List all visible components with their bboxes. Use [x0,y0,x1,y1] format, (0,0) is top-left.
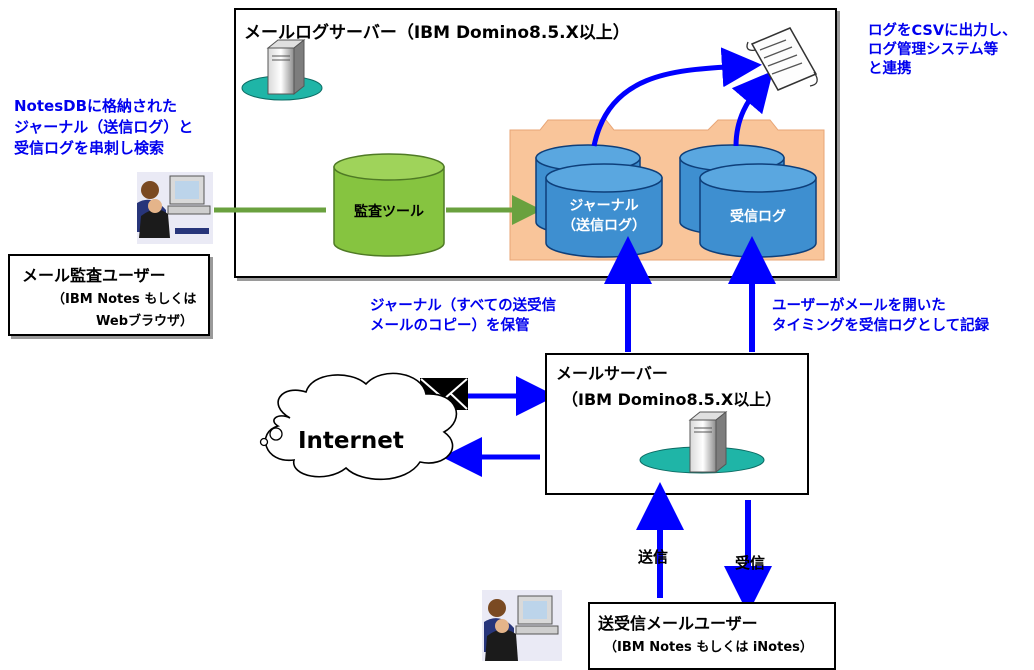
mail-user-title: 送受信メールユーザー [598,614,758,633]
receive-label: 受信 [735,554,766,572]
audit-user-box [8,254,210,336]
journal-db-label: ジャーナル （送信ログ） [562,198,646,234]
audit-tool-label: 監査ツール [354,204,424,220]
mail-user-box [588,602,836,670]
mail-server-icon [639,410,765,474]
log-server-icon [241,38,323,101]
log-server-title: メールログサーバー（IBM Domino8.5.X以上） [244,23,630,43]
mail-server-title-2: （IBM Domino8.5.X以上） [562,390,782,409]
audit-user-title: メール監査ユーザー [22,266,166,285]
internet-label: Internet [298,428,404,454]
csv-document-icon [746,27,818,91]
audit-user-line1: （IBM Notes もしくは [52,292,197,307]
arrow-journal-to-csv [591,47,762,147]
internet-cloud [259,372,458,481]
search-note: NotesDBに格納された ジャーナル（送信ログ）と 受信ログを串刺し検索 [14,97,194,157]
send-label: 送信 [638,548,669,566]
csv-note: ログをCSVに出力し、 ログ管理システム等 と連携 [868,23,1017,77]
mail-server-title-1: メールサーバー [556,364,668,383]
audit-user-line2: Webブラウザ） [96,314,193,329]
audit-tool-cylinder [333,153,445,257]
mail-user-line1: （IBM Notes もしくは iNotes） [604,640,813,655]
journal-note: ジャーナル（すべての送受信 メールのコピー）を保管 [370,298,557,334]
timing-note: ユーザーがメールを開いた タイミングを受信ログとして記録 [772,298,990,334]
audit-user-person-icon [137,172,213,244]
arrow-receive-to-csv [731,70,774,147]
receive-db-label: 受信ログ [730,209,786,225]
mail-user-person-icon [482,590,562,661]
